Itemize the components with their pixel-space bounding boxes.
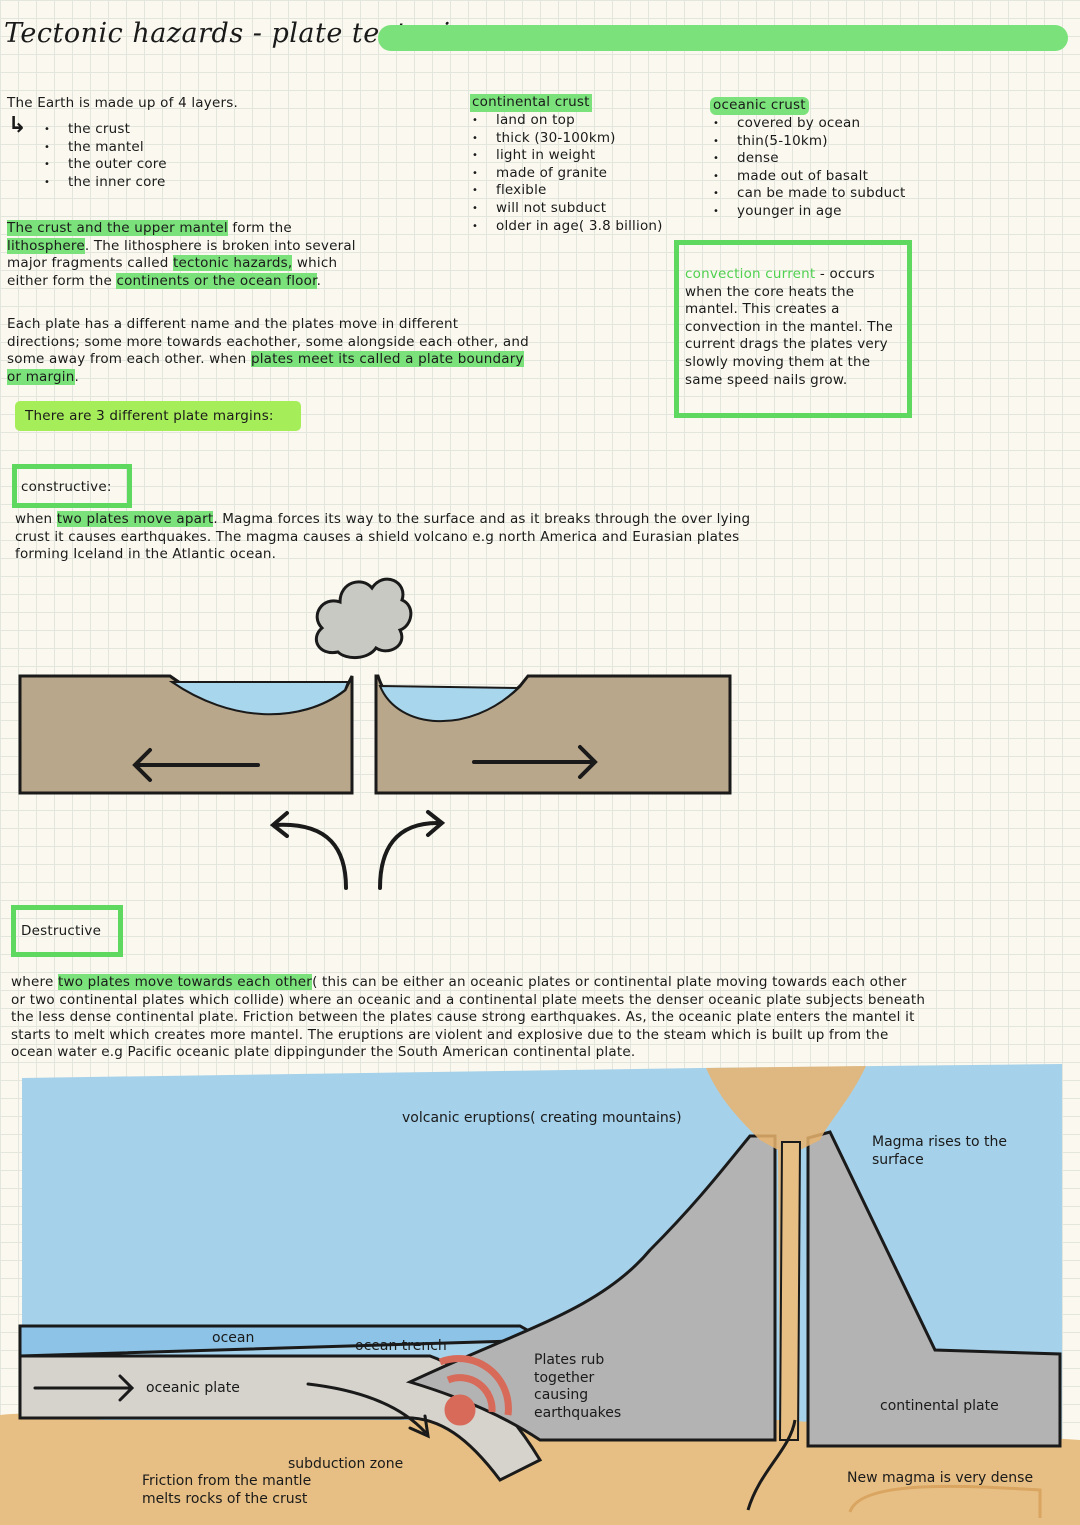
plates-rub-label: Plates rub together causing earthquakes: [534, 1352, 622, 1421]
list-item: older in age( 3.8 billion): [470, 218, 663, 236]
lithosphere-paragraph: The crust and the upper mantel form the …: [7, 220, 356, 289]
oceanic-list: covered by ocean thin(5-10km) dense made…: [711, 115, 906, 221]
plate-margins-pill: There are 3 different plate margins:: [15, 401, 301, 431]
new-magma-blob: [848, 1484, 1042, 1518]
ocean-trench-label: ocean trench: [355, 1338, 447, 1354]
right-water: [378, 684, 521, 723]
earthquake-waves-icon: [438, 1355, 512, 1426]
list-item: the outer core: [42, 156, 167, 174]
layers-list: the crust the mantel the outer core the …: [42, 121, 167, 191]
list-item: will not subduct: [470, 200, 663, 218]
list-item: land on top: [470, 112, 663, 130]
convection-arrows-icon: [269, 810, 446, 890]
continental-plate-right: [806, 1130, 1062, 1448]
list-item: light in weight: [470, 147, 663, 165]
list-item: the mantel: [42, 139, 167, 157]
magma-rises-label: Magma rises to the surface: [872, 1134, 1007, 1168]
arrow-right-icon: [472, 745, 598, 779]
list-item: younger in age: [711, 203, 906, 221]
magma-path: [746, 1419, 797, 1511]
oceanic-heading: oceanic crust: [710, 97, 809, 115]
list-item: covered by ocean: [711, 115, 906, 133]
list-item: thick (30-100km): [470, 130, 663, 148]
destructive-label-box: Destructive: [11, 905, 123, 957]
list-item: the inner core: [42, 174, 167, 192]
continental-plate-label: continental plate: [880, 1398, 999, 1414]
title-highlight-bar: [378, 25, 1068, 51]
subduction-arrow-icon: [306, 1382, 430, 1439]
plate-motion-arrow-icon: [33, 1374, 135, 1402]
layers-intro: The Earth is made up of 4 layers.: [7, 95, 238, 111]
list-item: can be made to subduct: [711, 185, 906, 203]
destructive-paragraph: where two plates move towards each other…: [11, 974, 926, 1061]
oceanic-plate-label: oceanic plate: [146, 1380, 240, 1396]
arrow-return-icon: ↳: [8, 113, 27, 138]
constructive-paragraph: when two plates move apart. Magma forces…: [15, 511, 751, 563]
plates-paragraph: Each plate has a different name and the …: [7, 316, 529, 385]
subduction-zone-label: subduction zone: [288, 1456, 404, 1472]
destructive-diagram: [0, 1064, 1080, 1525]
magma-conduit: [778, 1141, 802, 1441]
volcanic-label: volcanic eruptions( creating mountains): [402, 1110, 682, 1126]
list-item: made out of basalt: [711, 168, 906, 186]
constructive-label-box: constructive:: [12, 464, 132, 508]
continental-list: land on top thick (30-100km) light in we…: [470, 112, 663, 235]
convection-box: convection current - occurs when the cor…: [674, 240, 912, 418]
friction-label: Friction from the mantle melts rocks of …: [142, 1473, 312, 1507]
new-magma-label: New magma is very dense: [847, 1470, 1034, 1486]
constructive-diagram: [18, 577, 732, 890]
left-water: [168, 681, 350, 716]
continental-heading: continental crust: [470, 94, 592, 112]
continental-plate: [405, 1134, 777, 1442]
smoke-cloud-icon: [315, 577, 413, 659]
ocean-label: ocean: [212, 1330, 255, 1346]
list-item: the crust: [42, 121, 167, 139]
list-item: thin(5-10km): [711, 133, 906, 151]
list-item: flexible: [470, 182, 663, 200]
list-item: made of granite: [470, 165, 663, 183]
arrow-left-icon: [132, 748, 260, 782]
list-item: dense: [711, 150, 906, 168]
